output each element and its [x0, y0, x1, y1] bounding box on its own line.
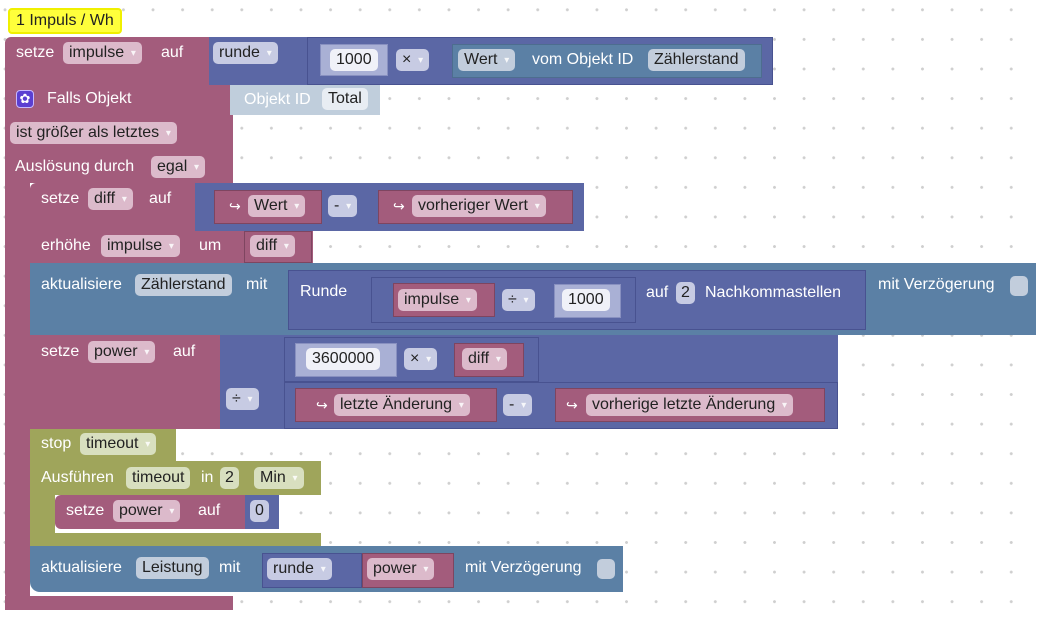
trigger-value-arrow-icon: ↪: [566, 397, 578, 413]
set-label: setze: [41, 343, 80, 360]
to-label: auf: [161, 44, 184, 61]
variable-dropdown-power[interactable]: power: [367, 558, 435, 580]
with-label: mit: [246, 276, 268, 293]
object-field-zaehlerstand[interactable]: Zählerstand: [135, 274, 232, 296]
trigger-value-dropdown-previous-last-change[interactable]: vorherige letzte Änderung: [586, 394, 794, 416]
multiply-op-dropdown[interactable]: ×: [396, 49, 430, 71]
update-label: aktualisiere: [41, 559, 122, 576]
set-label: setze: [16, 44, 55, 61]
divide-op-dropdown[interactable]: ÷: [502, 289, 535, 311]
number-field-1000[interactable]: 1000: [330, 49, 378, 71]
trigger-value-dropdown-wert[interactable]: Wert: [248, 195, 306, 217]
delay-checkbox[interactable]: [1010, 276, 1028, 296]
timeout-name-field[interactable]: timeout: [126, 467, 191, 489]
condition-dropdown[interactable]: ist größer als letztes: [10, 122, 177, 144]
multiply-op-dropdown[interactable]: ×: [404, 348, 438, 370]
set-label: setze: [66, 502, 105, 519]
to-label: auf: [198, 502, 221, 519]
gear-icon[interactable]: ✿: [16, 90, 34, 108]
stop-label: stop: [41, 435, 72, 452]
minus-op-dropdown[interactable]: -: [503, 394, 533, 416]
trigger-by-label: Auslösung durch: [15, 158, 135, 175]
decimals-field[interactable]: 2: [676, 282, 695, 304]
variable-dropdown-diff[interactable]: diff: [462, 348, 507, 370]
by-label: um: [199, 237, 222, 254]
attribute-dropdown-wert[interactable]: Wert: [458, 49, 516, 71]
variable-dropdown-diff[interactable]: diff: [88, 188, 133, 210]
object-id-label: Objekt ID: [244, 91, 311, 108]
trigger-block-bottom: [5, 596, 233, 610]
number-field-3600000[interactable]: 3600000: [306, 348, 381, 370]
comment-bubble[interactable]: 1 Impuls / Wh: [8, 8, 122, 34]
trigger-value-arrow-icon: ↪: [316, 397, 328, 413]
object-field-leistung[interactable]: Leistung: [136, 557, 209, 579]
set-label: setze: [41, 190, 80, 207]
to-label: auf: [149, 190, 172, 207]
variable-dropdown-power[interactable]: power: [88, 341, 156, 363]
increment-label: erhöhe: [41, 237, 91, 254]
run-timeout-bottom: [30, 533, 321, 546]
to-label: auf: [646, 284, 669, 301]
round-op-dropdown[interactable]: runde: [267, 558, 332, 580]
from-object-label: vom Objekt ID: [532, 51, 634, 68]
trigger-value-arrow-icon: ↪: [393, 198, 405, 214]
variable-dropdown-diff[interactable]: diff: [250, 235, 295, 257]
to-label: auf: [173, 343, 196, 360]
number-field-1000[interactable]: 1000: [562, 289, 610, 311]
run-label: Ausführen: [41, 469, 114, 486]
variable-dropdown-impulse[interactable]: impulse: [63, 42, 142, 64]
round-label: Runde: [300, 283, 348, 300]
object-id-field-zaehlerstand[interactable]: Zählerstand: [648, 49, 745, 71]
run-timeout-spine: [30, 495, 55, 533]
delay-label: mit Verzögerung: [465, 559, 582, 576]
variable-dropdown-impulse[interactable]: impulse: [101, 235, 180, 257]
minus-op-dropdown[interactable]: -: [328, 195, 358, 217]
variable-dropdown-impulse[interactable]: impulse: [398, 289, 477, 311]
with-label: mit: [219, 559, 241, 576]
delay-label: mit Verzögerung: [878, 276, 995, 293]
trigger-value-dropdown-previous[interactable]: vorheriger Wert: [412, 195, 546, 217]
in-label: in: [201, 469, 214, 486]
timeout-name-dropdown[interactable]: timeout: [80, 433, 157, 455]
object-id-field-total[interactable]: Total: [322, 88, 368, 110]
trigger-by-dropdown[interactable]: egal: [151, 156, 206, 178]
trigger-block-spine: [5, 183, 30, 603]
delay-checkbox[interactable]: [597, 559, 615, 579]
round-op-dropdown[interactable]: runde: [213, 42, 278, 64]
number-field-0[interactable]: 0: [250, 500, 269, 522]
timeout-amount-field[interactable]: 2: [220, 467, 239, 489]
trigger-label: Falls Objekt: [47, 90, 132, 107]
trigger-value-arrow-icon: ↪: [229, 198, 241, 214]
update-label: aktualisiere: [41, 276, 122, 293]
trigger-value-dropdown-last-change[interactable]: letzte Änderung: [334, 394, 470, 416]
decimals-label: Nachkommastellen: [705, 284, 842, 301]
variable-dropdown-power[interactable]: power: [113, 500, 181, 522]
divide-op-dropdown[interactable]: ÷: [226, 388, 259, 410]
timeout-unit-dropdown[interactable]: Min: [254, 467, 304, 489]
